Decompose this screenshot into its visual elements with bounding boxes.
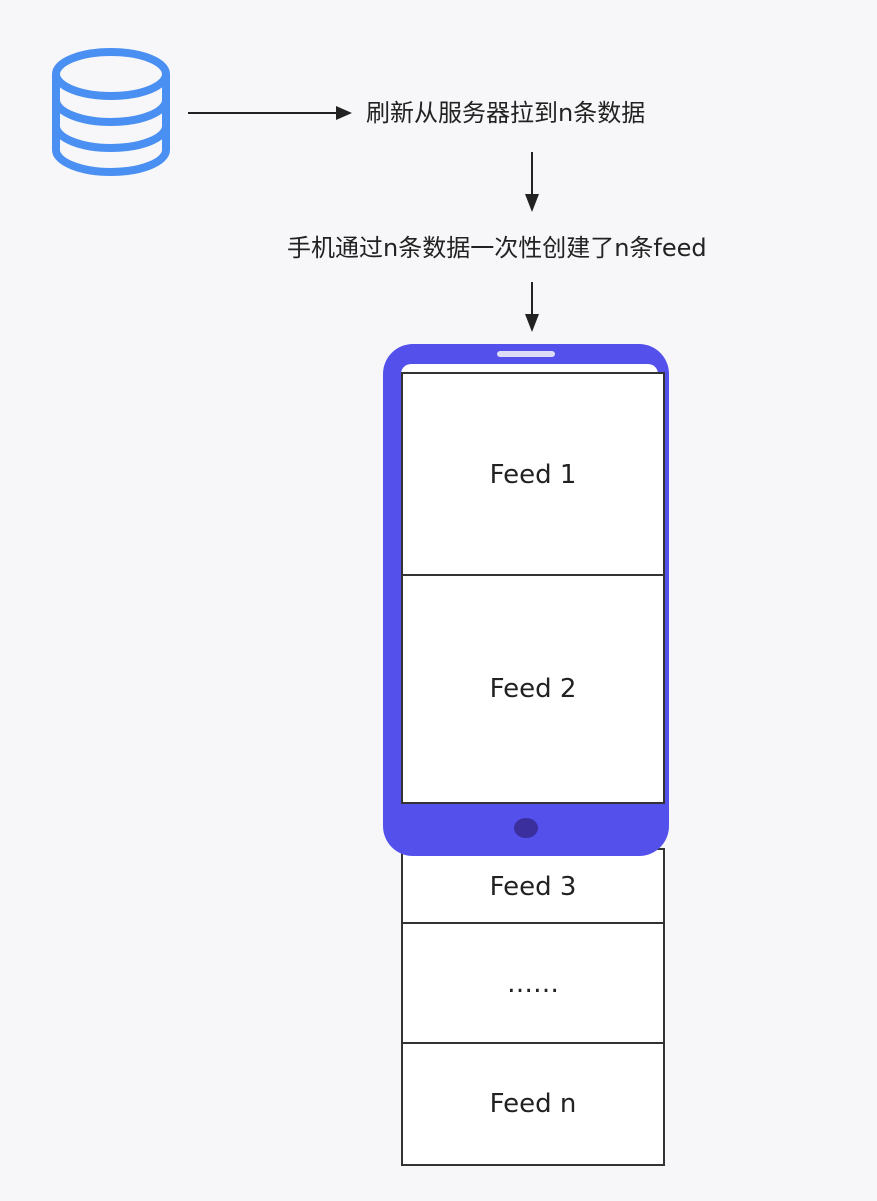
- feed-item-2: Feed 2: [401, 574, 665, 804]
- arrow-step2-to-phone: [525, 282, 539, 332]
- phone-speaker: [497, 351, 555, 357]
- feed-item-label: Feed 2: [489, 674, 577, 704]
- feed-item-label: ……: [507, 969, 559, 999]
- feed-item-3: Feed 3: [401, 848, 665, 926]
- feed-item-ellipsis: ……: [401, 922, 665, 1046]
- database-icon: [52, 48, 170, 177]
- step2-label: 手机通过n条数据一次性创建了n条feed: [287, 234, 707, 262]
- feed-item-n: Feed n: [401, 1042, 665, 1166]
- arrow-step1-to-step2: [525, 152, 539, 212]
- arrow-db-to-step1: [188, 106, 352, 120]
- feed-item-label: Feed 1: [489, 460, 577, 490]
- phone-home-button: [514, 818, 538, 838]
- step1-label: 刷新从服务器拉到n条数据: [366, 99, 646, 127]
- feed-item-1: Feed 1: [401, 372, 665, 578]
- feed-item-label: Feed 3: [489, 872, 577, 902]
- feed-item-label: Feed n: [489, 1089, 577, 1119]
